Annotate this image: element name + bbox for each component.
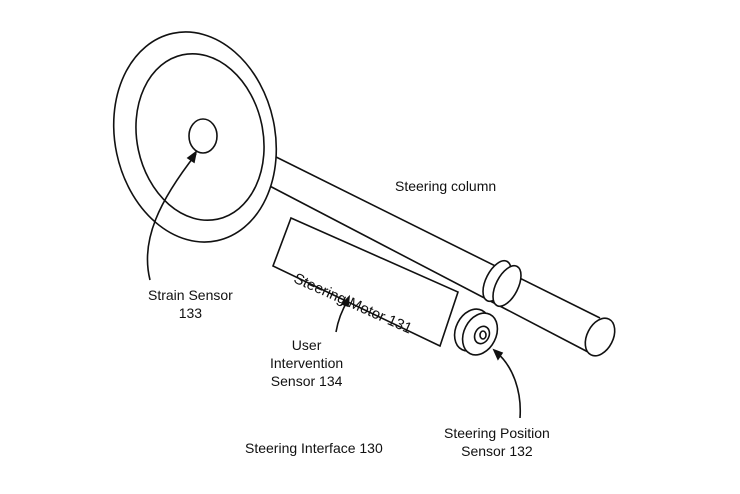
user-intervention-label-line2: Intervention [270, 355, 344, 371]
steering-column-shaft [261, 149, 616, 357]
position-sensor-label-line1: Steering Position [444, 425, 550, 441]
steering-column-label: Steering column [395, 178, 497, 194]
steering-position-sensor-label: Steering Position Sensor 132 [444, 424, 550, 460]
strain-sensor-label-line1: Strain Sensor [148, 287, 233, 303]
user-intervention-sensor-label: User Intervention Sensor 134 [270, 336, 343, 390]
user-intervention-label-line1: User [291, 337, 322, 353]
position-sensor-gear [453, 308, 499, 356]
strain-sensor-hub [188, 118, 218, 154]
column-collar [482, 259, 522, 308]
user-intervention-label-line3: Sensor 134 [270, 373, 343, 389]
position-sensor-label-line2: Sensor 132 [461, 443, 533, 459]
steering-motor-box [271, 216, 459, 348]
strain-sensor-label-line2: 133 [178, 305, 203, 321]
leader-arrows [146, 150, 522, 419]
steering-interface-label: Steering Interface 130 [245, 440, 383, 456]
strain-sensor-label: Strain Sensor 133 [148, 286, 233, 322]
steering-wheel [112, 31, 278, 243]
